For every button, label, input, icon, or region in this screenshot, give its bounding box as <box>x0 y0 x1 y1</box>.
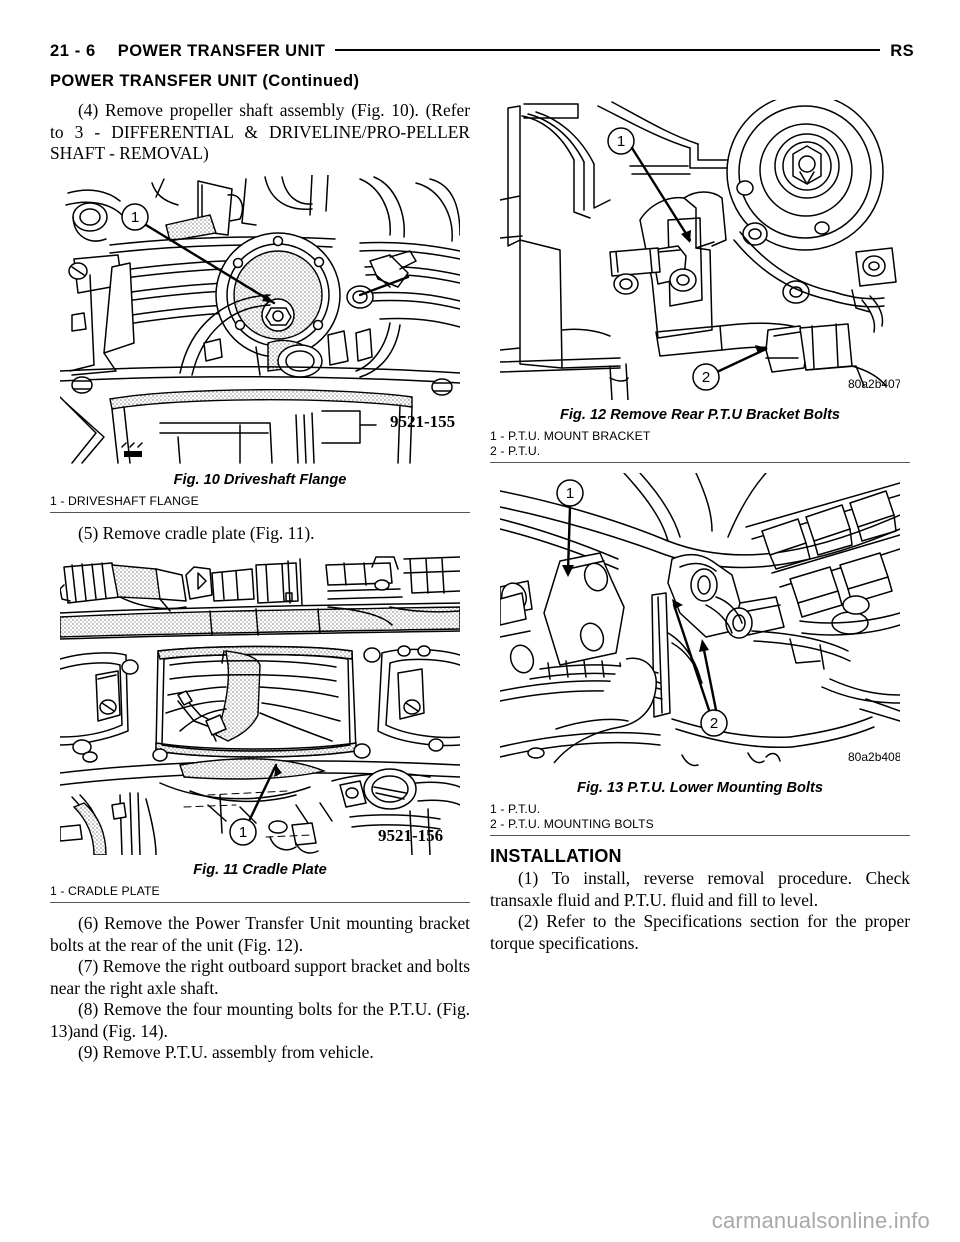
figure-13-legend-item-1: 1 - P.T.U. <box>490 802 541 817</box>
paragraph-step-4: (4) Remove propeller shaft assembly (Fig… <box>50 100 470 163</box>
figure-11: 1 9521-156 Fig. 11 Cradle Plate 1 - CRAD… <box>50 554 470 904</box>
paragraph-step-7: (7) Remove the right outboard support br… <box>50 956 470 998</box>
figure-12-caption: Fig. 12 Remove Rear P.T.U Bracket Bolts <box>559 407 841 423</box>
figure-12-callout-2: 2 <box>702 369 710 386</box>
figure-11-artwork: 1 9521-156 <box>60 554 460 855</box>
figure-13-callout-2: 2 <box>710 715 718 732</box>
header-title: POWER TRANSFER UNIT <box>117 41 326 60</box>
figure-12-divider <box>490 462 910 464</box>
site-watermark: carmanualsonline.info <box>711 1208 930 1233</box>
header-rule <box>335 49 881 51</box>
figure-10-divider <box>50 512 470 514</box>
figure-11-art-number: 9521-156 <box>378 826 443 845</box>
figure-11-legend-item-1: 1 - CRADLE PLATE <box>50 883 160 898</box>
section-heading: POWER TRANSFER UNIT (Continued) <box>50 72 360 90</box>
paragraph-step-6: (6) Remove the Power Transfer Unit mount… <box>50 913 470 955</box>
figure-12-legend-item-1: 1 - P.T.U. MOUNT BRACKET <box>490 429 651 443</box>
figure-13-artwork: 1 2 80a2b408 <box>500 473 900 774</box>
paragraph-step-9: (9) Remove P.T.U. assembly from vehicle. <box>78 1042 374 1063</box>
figure-12: 1 2 80a2b407 Fig. 12 Remove Rear P.T.U B… <box>490 100 910 464</box>
figure-12-artwork: 1 2 80a2b407 <box>500 100 900 400</box>
figure-10-legend-item-1: 1 - DRIVESHAFT FLANGE <box>50 493 199 508</box>
left-column: (4) Remove propeller shaft assembly (Fig… <box>50 100 470 1064</box>
page-header: 21 - 6 POWER TRANSFER UNIT RS <box>50 38 914 64</box>
figure-10-callout-1: 1 <box>131 209 139 226</box>
installation-heading: INSTALLATION <box>490 846 622 867</box>
figure-12-legend-item-2: 2 - P.T.U. <box>490 443 541 458</box>
figure-13-art-number: 80a2b408 <box>848 750 900 764</box>
figure-10-artwork: 1 9521-155 <box>60 174 460 465</box>
installation-step-2: (2) Refer to the Specifications section … <box>490 911 910 953</box>
figure-11-divider <box>50 902 470 904</box>
figure-12-art-number: 80a2b407 <box>848 377 900 391</box>
paragraph-step-5: (5) Remove cradle plate (Fig. 11). <box>78 523 315 544</box>
figure-10-caption: Fig. 10 Driveshaft Flange <box>173 471 347 488</box>
header-right-code: RS <box>890 41 914 60</box>
paragraph-step-8: (8) Remove the four mounting bolts for t… <box>50 999 470 1041</box>
page-number: 21 - 6 <box>50 41 96 60</box>
figure-13: 1 2 80a2b408 Fig. 13 P.T <box>490 473 910 837</box>
figure-10-art-number: 9521-155 <box>390 412 455 431</box>
figure-11-caption: Fig. 11 Cradle Plate <box>193 861 327 878</box>
figure-11-callout-1: 1 <box>239 824 247 841</box>
figure-10: 1 9521-155 Fig. 10 Driveshaft Flange 1 -… <box>50 174 470 514</box>
right-column: 1 2 80a2b407 Fig. 12 Remove Rear P.T.U B… <box>490 100 910 954</box>
figure-12-callout-1: 1 <box>617 133 625 150</box>
installation-step-1: (1) To install, reverse removal procedur… <box>490 868 910 910</box>
figure-13-legend-item-2: 2 - P.T.U. MOUNTING BOLTS <box>490 816 654 831</box>
figure-13-divider <box>490 835 910 837</box>
figure-13-caption: Fig. 13 P.T.U. Lower Mounting Bolts <box>577 780 823 797</box>
figure-13-callout-1: 1 <box>566 485 574 502</box>
